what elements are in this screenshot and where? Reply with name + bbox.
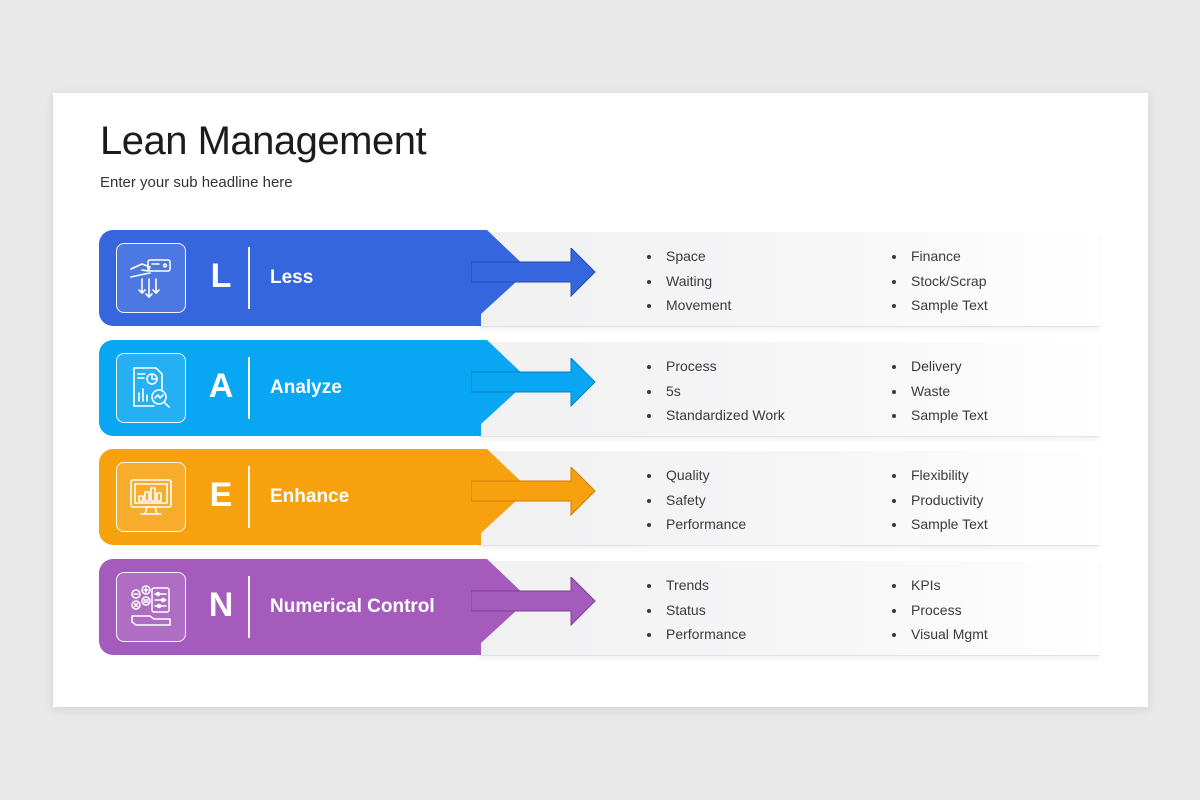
list-item: Status [645,598,746,623]
bullet-list-left: Process 5s Standardized Work [645,354,785,428]
list-item: Productivity [890,488,988,513]
bullet-list-left: Quality Safety Performance [645,463,746,537]
list-item: Waste [890,379,988,404]
hand-card-downward-arrows-icon [116,243,186,313]
row-label: Less [270,267,314,288]
arrow-icon [471,467,596,517]
list-item: Finance [890,244,988,269]
divider [248,357,250,419]
bullet-list-right: Finance Stock/Scrap Sample Text [890,244,988,318]
row-letter: N [208,586,234,624]
bullet-list-left: Space Waiting Movement [645,244,731,318]
divider [248,247,250,309]
list-item: KPIs [890,573,988,598]
row-label: Analyze [270,377,342,398]
banner [99,340,471,436]
slide-title: Lean Management [100,119,427,163]
list-item: 5s [645,379,785,404]
row-letter: L [210,257,232,295]
bullet-list-right: KPIs Process Visual Mgmt [890,573,988,647]
slide: Lean Management Enter your sub headline … [53,93,1148,707]
monitor-bar-chart-icon [116,462,186,532]
list-item: Visual Mgmt [890,622,988,647]
list-item: Process [645,354,785,379]
calculator-abacus-icon [116,572,186,642]
row-letter: E [209,476,233,514]
list-item: Movement [645,293,731,318]
list-item: Delivery [890,354,988,379]
list-item: Sample Text [890,403,988,428]
bullet-list-left: Trends Status Performance [645,573,746,647]
list-item: Performance [645,512,746,537]
bullet-list-right: Delivery Waste Sample Text [890,354,988,428]
report-magnifier-icon [116,353,186,423]
row-label: Numerical Control [270,596,435,617]
list-item: Safety [645,488,746,513]
bullet-list-right: Flexibility Productivity Sample Text [890,463,988,537]
list-item: Standardized Work [645,403,785,428]
list-item: Quality [645,463,746,488]
row-numerical-control: N Numerical Control Trends Status Perfor… [99,559,1104,656]
row-analyze: A Analyze Process 5s Standardized Work D… [99,340,1104,437]
row-enhance: E Enhance Quality Safety Performance Fle… [99,449,1104,546]
list-item: Stock/Scrap [890,269,988,294]
row-less: L Less Space Waiting Movement Finance St… [99,230,1104,327]
row-label: Enhance [270,486,350,507]
slide-subtitle: Enter your sub headline here [100,174,293,191]
list-item: Performance [645,622,746,647]
row-letter: A [208,367,234,405]
list-item: Sample Text [890,293,988,318]
list-item: Sample Text [890,512,988,537]
banner [99,230,471,326]
divider [248,576,250,638]
list-item: Waiting [645,269,731,294]
list-item: Space [645,244,731,269]
arrow-icon [471,248,596,298]
list-item: Flexibility [890,463,988,488]
arrow-icon [471,577,596,627]
list-item: Process [890,598,988,623]
arrow-icon [471,358,596,408]
list-item: Trends [645,573,746,598]
divider [248,466,250,528]
